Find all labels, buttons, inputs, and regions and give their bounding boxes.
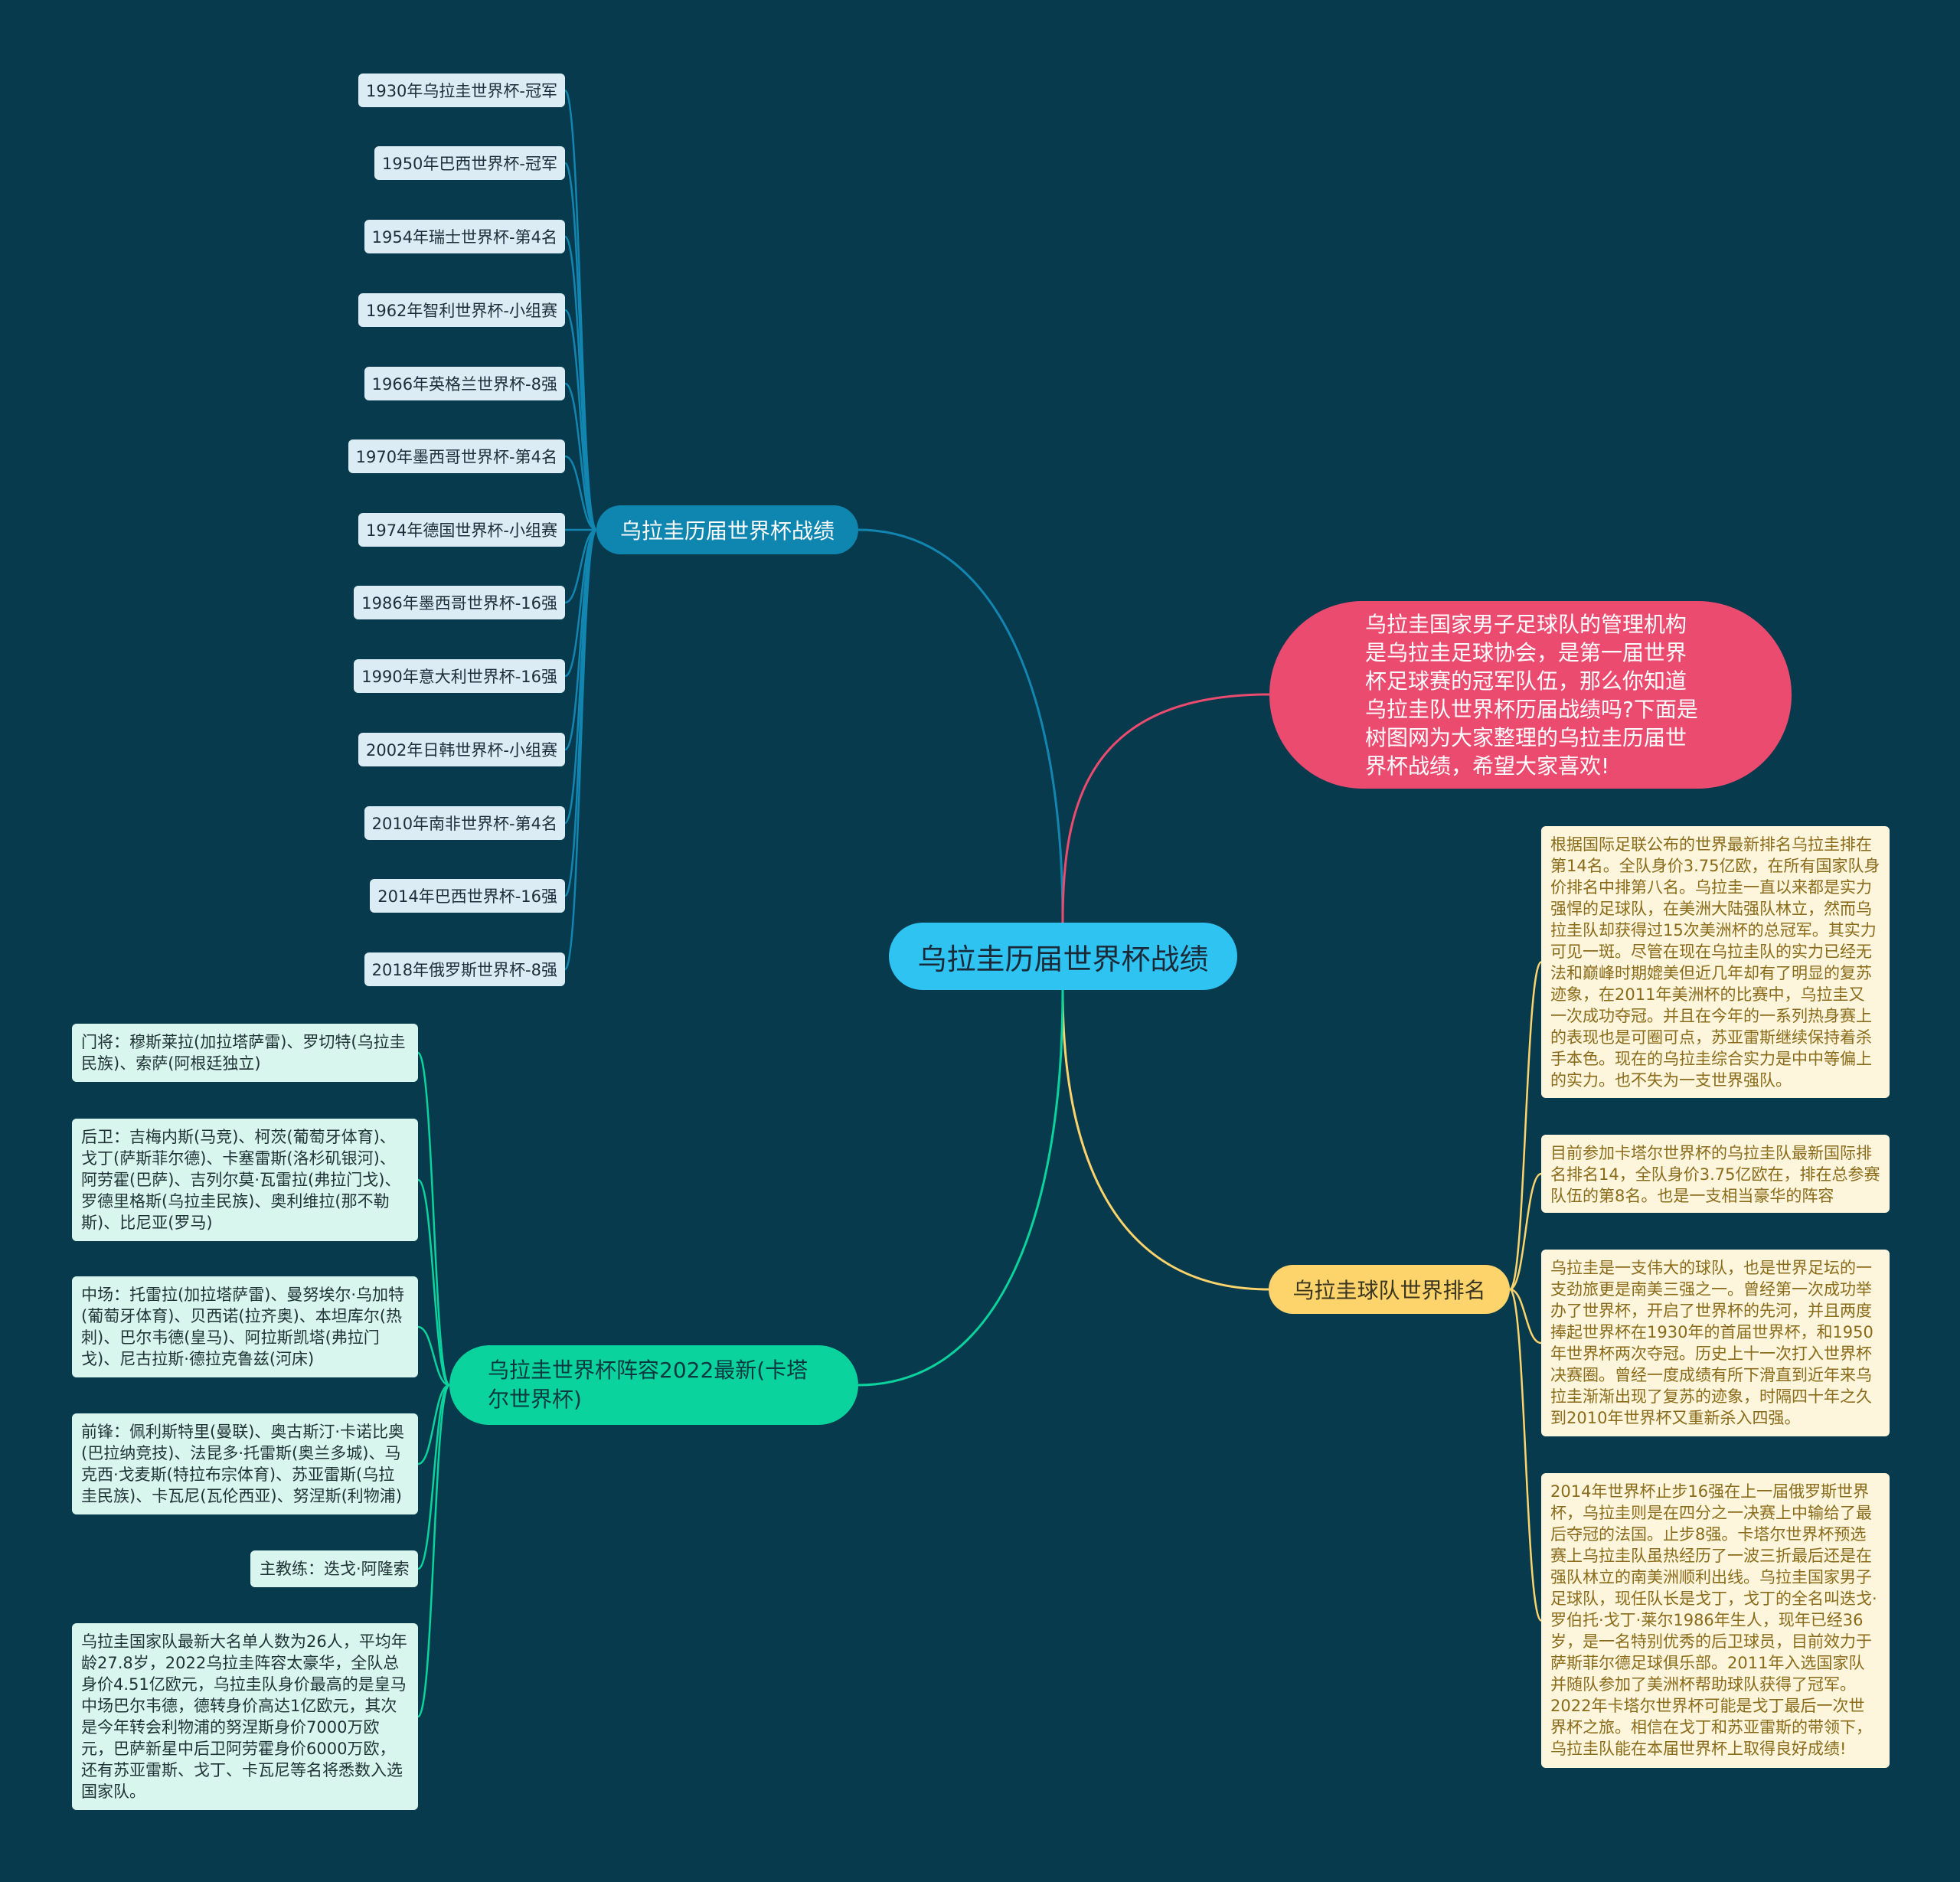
history-item[interactable]: 1974年德国世界杯-小组赛 [358, 513, 565, 547]
link-ranking-item [1508, 1288, 1543, 1622]
link-squad-item [417, 1178, 450, 1387]
link-history-item [564, 528, 598, 897]
history-item[interactable]: 1962年智利世界杯-小组赛 [358, 293, 565, 327]
squad-note[interactable]: 主教练：迭戈·阿隆索 [250, 1550, 418, 1587]
branch-squad[interactable]: 乌拉圭世界杯阵容2022最新(卡塔尔世界杯) [449, 1345, 858, 1425]
ranking-note[interactable]: 2014年世界杯止步16强在上一届俄罗斯世界杯，乌拉圭则是在四分之一决赛上中输给… [1541, 1473, 1890, 1768]
link-history-item [564, 528, 597, 678]
link-history-item [564, 528, 598, 825]
history-item[interactable]: 2010年南非世界杯-第4名 [364, 806, 565, 840]
link-history-item [564, 528, 597, 604]
squad-note[interactable]: 门将：穆斯莱拉(加拉塔萨雷)、罗切特(乌拉圭民族)、索萨(阿根廷独立) [72, 1024, 418, 1082]
link-history-item [564, 309, 597, 531]
branch-intro[interactable]: 乌拉圭国家男子足球队的管理机构是乌拉圭足球协会，是第一届世界杯足球赛的冠军队伍，… [1269, 601, 1792, 789]
branch-ranking[interactable]: 乌拉圭球队世界排名 [1269, 1265, 1510, 1314]
link-ranking-item [1508, 961, 1543, 1291]
squad-note[interactable]: 中场：托雷拉(加拉塔萨雷)、曼努埃尔·乌加特(葡萄牙体育)、贝西诺(拉齐奥)、本… [72, 1276, 418, 1377]
ranking-note[interactable]: 目前参加卡塔尔世界杯的乌拉圭队最新国际排名排名14，全队身价3.75亿欧在，排在… [1541, 1135, 1890, 1213]
history-item[interactable]: 1966年英格兰世界杯-8强 [364, 367, 565, 400]
history-item[interactable]: 1950年巴西世界杯-冠军 [374, 146, 565, 180]
link-history-item [564, 528, 598, 971]
link-ranking-item [1509, 1288, 1542, 1345]
link-history-item [564, 162, 598, 531]
link-ranking-item [1509, 1172, 1542, 1291]
history-item[interactable]: 2018年俄罗斯世界杯-8强 [364, 952, 565, 986]
link-squad-item [417, 1384, 450, 1465]
link-squad-item [417, 1325, 450, 1387]
link-history-item [564, 455, 597, 531]
squad-note[interactable]: 前锋：佩利斯特里(曼联)、奥古斯汀·卡诺比奥(巴拉纳竞技)、法昆多·托雷斯(奥兰… [72, 1413, 418, 1514]
squad-note[interactable]: 后卫：吉梅内斯(马竞)、柯茨(葡萄牙体育)、戈丁(萨斯菲尔德)、卡塞雷斯(洛杉矶… [72, 1119, 418, 1241]
history-item[interactable]: 1990年意大利世界杯-16强 [354, 659, 565, 693]
link-squad-item [417, 1384, 450, 1570]
history-item[interactable]: 2014年巴西世界杯-16强 [370, 879, 565, 913]
history-item[interactable]: 1986年墨西哥世界杯-16强 [354, 586, 565, 619]
link-squad-item [416, 1384, 451, 1718]
history-item[interactable]: 1970年墨西哥世界杯-第4名 [348, 439, 565, 473]
ranking-note[interactable]: 根据国际足联公布的世界最新排名乌拉圭排在第14名。全队身价3.75亿欧，在所有国… [1541, 826, 1890, 1098]
ranking-note[interactable]: 乌拉圭是一支伟大的球队，也是世界足坛的一支劲旅更是南美三强之一。曾经第一次成功举… [1541, 1250, 1890, 1436]
link-history-item [564, 382, 597, 531]
link-intro [1061, 693, 1270, 923]
link-ranking [1061, 989, 1269, 1291]
link-squad [858, 989, 1064, 1387]
squad-note[interactable]: 乌拉圭国家队最新大名单人数为26人，平均年龄27.8岁，2022乌拉圭阵容太豪华… [72, 1623, 418, 1810]
history-item[interactable]: 2002年日韩世界杯-小组赛 [358, 733, 565, 766]
branch-history[interactable]: 乌拉圭历届世界杯战绩 [596, 505, 858, 554]
history-item[interactable]: 1954年瑞士世界杯-第4名 [364, 220, 565, 253]
central-topic[interactable]: 乌拉圭历届世界杯战绩 [889, 923, 1237, 990]
link-squad-item [416, 1051, 451, 1387]
link-history [858, 528, 1064, 923]
link-history-item [564, 235, 598, 531]
history-item[interactable]: 1930年乌拉圭世界杯-冠军 [358, 74, 565, 107]
